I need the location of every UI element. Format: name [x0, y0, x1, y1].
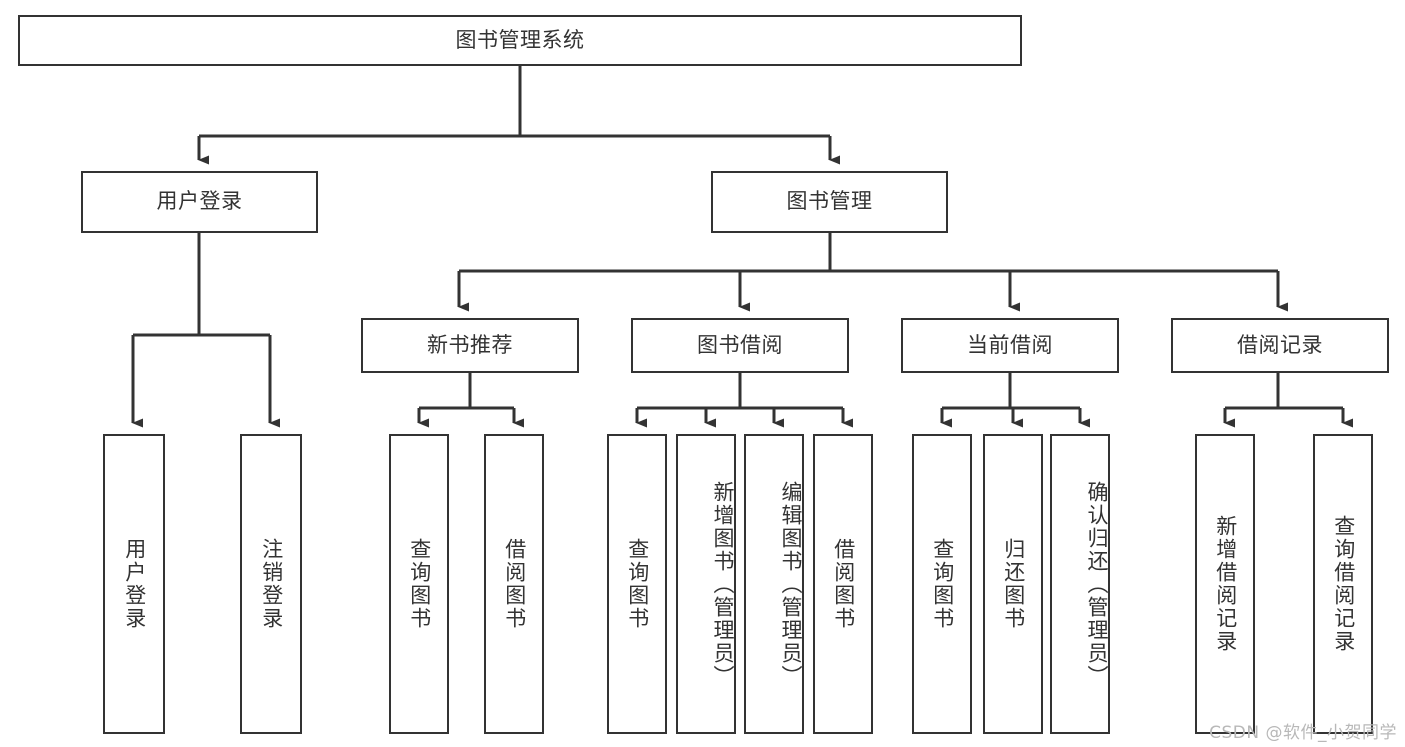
leaf-bw-add-book-label: 新增图书（管理员）	[711, 480, 735, 688]
node-book-management-label: 图书管理	[786, 189, 873, 214]
csdn-watermark: CSDN @软件_小贺同学	[1209, 723, 1397, 743]
node-root[interactable]: 图书管理系统	[18, 15, 1022, 66]
leaf-rc-query-record-label: 查询借阅记录	[1331, 515, 1356, 653]
leaf-cb-return-book[interactable]: 归还图书	[983, 434, 1043, 734]
leaf-bw-query-book-label: 查询图书	[625, 538, 650, 630]
node-user-login[interactable]: 用户登录	[81, 171, 318, 233]
leaf-bw-borrow-book-label: 借阅图书	[831, 538, 856, 630]
node-new-book-recommend-label: 新书推荐	[427, 332, 513, 357]
leaf-cb-query-book[interactable]: 查询图书	[912, 434, 972, 734]
node-root-label: 图书管理系统	[455, 27, 585, 52]
leaf-logout[interactable]: 注销登录	[240, 434, 302, 734]
leaf-nb-query-book[interactable]: 查询图书	[389, 434, 449, 734]
leaf-bw-edit-book[interactable]: 编辑图书（管理员）	[744, 434, 804, 734]
leaf-bw-borrow-book[interactable]: 借阅图书	[813, 434, 873, 734]
leaf-nb-query-book-label: 查询图书	[407, 538, 432, 630]
node-borrow-records-label: 借阅记录	[1237, 332, 1323, 357]
leaf-nb-borrow-book-label: 借阅图书	[502, 538, 527, 630]
leaf-user-login[interactable]: 用户登录	[103, 434, 165, 734]
leaf-bw-edit-book-label: 编辑图书（管理员）	[779, 480, 803, 688]
leaf-rc-query-record[interactable]: 查询借阅记录	[1313, 434, 1373, 734]
leaf-bw-add-book[interactable]: 新增图书（管理员）	[676, 434, 736, 734]
leaf-nb-borrow-book[interactable]: 借阅图书	[484, 434, 544, 734]
leaf-cb-return-book-label: 归还图书	[1001, 538, 1026, 630]
node-borrow-records[interactable]: 借阅记录	[1171, 318, 1389, 373]
leaf-logout-label: 注销登录	[259, 538, 284, 630]
node-book-borrow[interactable]: 图书借阅	[631, 318, 849, 373]
leaf-rc-add-record[interactable]: 新增借阅记录	[1195, 434, 1255, 734]
leaf-cb-confirm-return[interactable]: 确认归还（管理员）	[1050, 434, 1110, 734]
node-user-login-label: 用户登录	[156, 189, 243, 214]
node-current-borrow-label: 当前借阅	[967, 332, 1053, 357]
node-book-borrow-label: 图书借阅	[697, 332, 783, 357]
node-current-borrow[interactable]: 当前借阅	[901, 318, 1119, 373]
leaf-user-login-label: 用户登录	[122, 538, 147, 630]
node-new-book-recommend[interactable]: 新书推荐	[361, 318, 579, 373]
leaf-rc-add-record-label: 新增借阅记录	[1213, 515, 1238, 653]
leaf-cb-confirm-return-label: 确认归还（管理员）	[1085, 480, 1109, 688]
leaf-cb-query-book-label: 查询图书	[930, 538, 955, 630]
leaf-bw-query-book[interactable]: 查询图书	[607, 434, 667, 734]
node-book-management[interactable]: 图书管理	[711, 171, 948, 233]
